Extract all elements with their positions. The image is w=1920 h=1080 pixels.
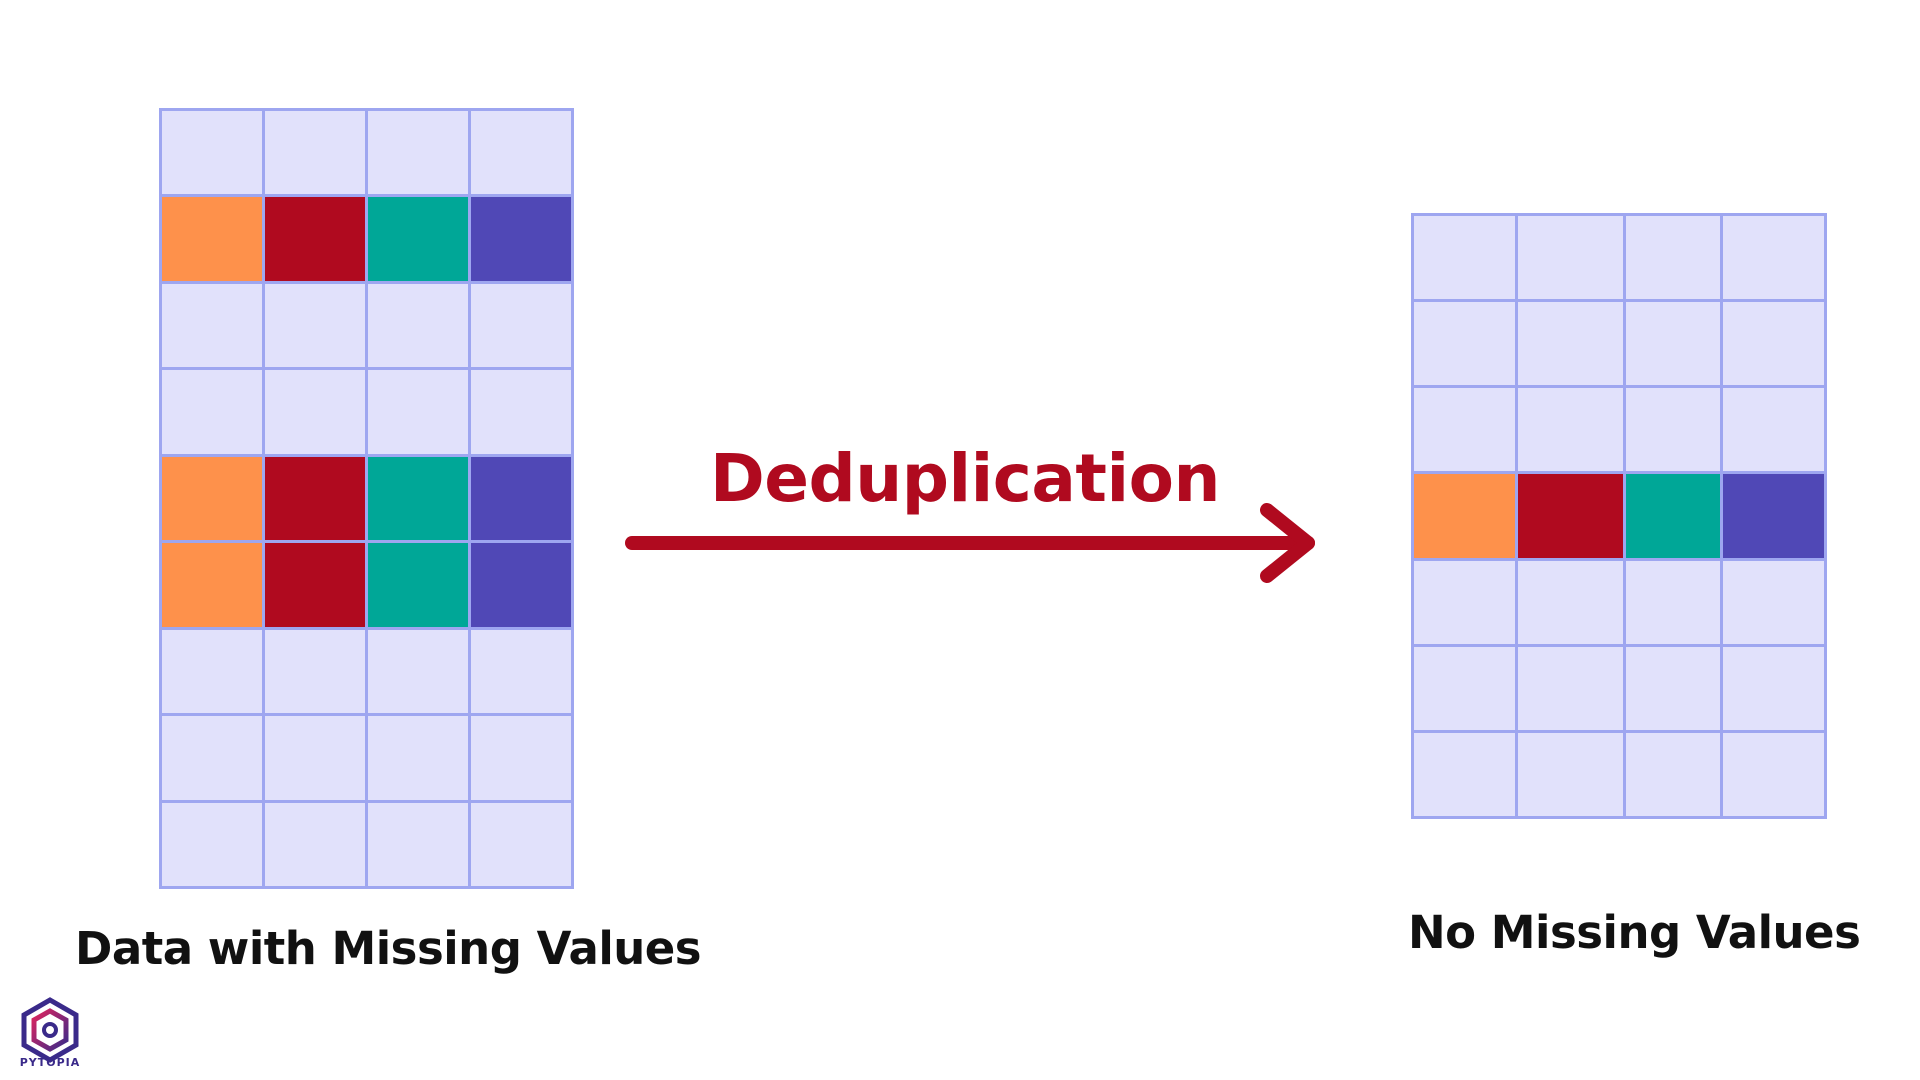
empty-cell	[1723, 560, 1824, 644]
filled-cell	[1414, 474, 1515, 558]
empty-cell	[1723, 216, 1824, 300]
empty-cell	[1626, 216, 1721, 300]
empty-cell	[1723, 302, 1824, 386]
empty-cell	[265, 716, 365, 800]
empty-cell	[265, 283, 365, 368]
filled-cell	[162, 456, 262, 541]
empty-cell	[1517, 302, 1624, 386]
logo-wordmark: PYTOPIA	[19, 1056, 81, 1069]
empty-cell	[265, 629, 365, 714]
process-label: Deduplication	[710, 440, 1220, 517]
right-table-caption: No Missing Values	[1408, 906, 1861, 959]
filled-cell	[1626, 474, 1721, 558]
empty-cell	[368, 629, 468, 714]
empty-cell	[162, 283, 262, 368]
empty-cell	[1414, 646, 1515, 730]
empty-cell	[471, 629, 571, 714]
empty-cell	[1517, 732, 1624, 816]
empty-cell	[368, 716, 468, 800]
filled-cell	[471, 543, 571, 627]
empty-cell	[471, 716, 571, 800]
empty-cell	[471, 283, 571, 368]
empty-cell	[368, 111, 468, 195]
empty-cell	[162, 370, 262, 454]
empty-cell	[1626, 388, 1721, 472]
empty-cell	[265, 111, 365, 195]
empty-cell	[1723, 732, 1824, 816]
filled-cell	[265, 543, 365, 627]
empty-cell	[1626, 560, 1721, 644]
empty-cell	[1626, 732, 1721, 816]
filled-cell	[162, 197, 262, 281]
empty-cell	[368, 283, 468, 368]
filled-cell	[368, 456, 468, 541]
left-table-caption: Data with Missing Values	[75, 922, 702, 975]
empty-cell	[265, 370, 365, 454]
empty-cell	[162, 629, 262, 714]
right-data-table	[1411, 213, 1827, 819]
hexagon-logo-icon	[21, 997, 79, 1063]
filled-cell	[1723, 474, 1824, 558]
empty-cell	[1517, 560, 1624, 644]
empty-cell	[1517, 388, 1624, 472]
empty-cell	[368, 370, 468, 454]
empty-cell	[1723, 388, 1824, 472]
empty-cell	[471, 111, 571, 195]
empty-cell	[1626, 302, 1721, 386]
filled-cell	[471, 197, 571, 281]
filled-cell	[162, 543, 262, 627]
filled-cell	[1517, 474, 1624, 558]
empty-cell	[162, 716, 262, 800]
empty-cell	[1414, 302, 1515, 386]
filled-cell	[368, 197, 468, 281]
empty-cell	[1626, 646, 1721, 730]
empty-cell	[1414, 732, 1515, 816]
empty-cell	[1414, 388, 1515, 472]
empty-cell	[368, 802, 468, 886]
filled-cell	[265, 197, 365, 281]
empty-cell	[1414, 216, 1515, 300]
empty-cell	[1517, 216, 1624, 300]
filled-cell	[471, 456, 571, 541]
arrow-head	[1260, 503, 1315, 583]
arrow-right-icon	[625, 503, 1315, 583]
empty-cell	[471, 802, 571, 886]
empty-cell	[1723, 646, 1824, 730]
empty-cell	[265, 802, 365, 886]
empty-cell	[1414, 560, 1515, 644]
empty-cell	[162, 802, 262, 886]
empty-cell	[1517, 646, 1624, 730]
empty-cell	[471, 370, 571, 454]
filled-cell	[265, 456, 365, 541]
left-data-table	[159, 108, 574, 889]
filled-cell	[368, 543, 468, 627]
empty-cell	[162, 111, 262, 195]
